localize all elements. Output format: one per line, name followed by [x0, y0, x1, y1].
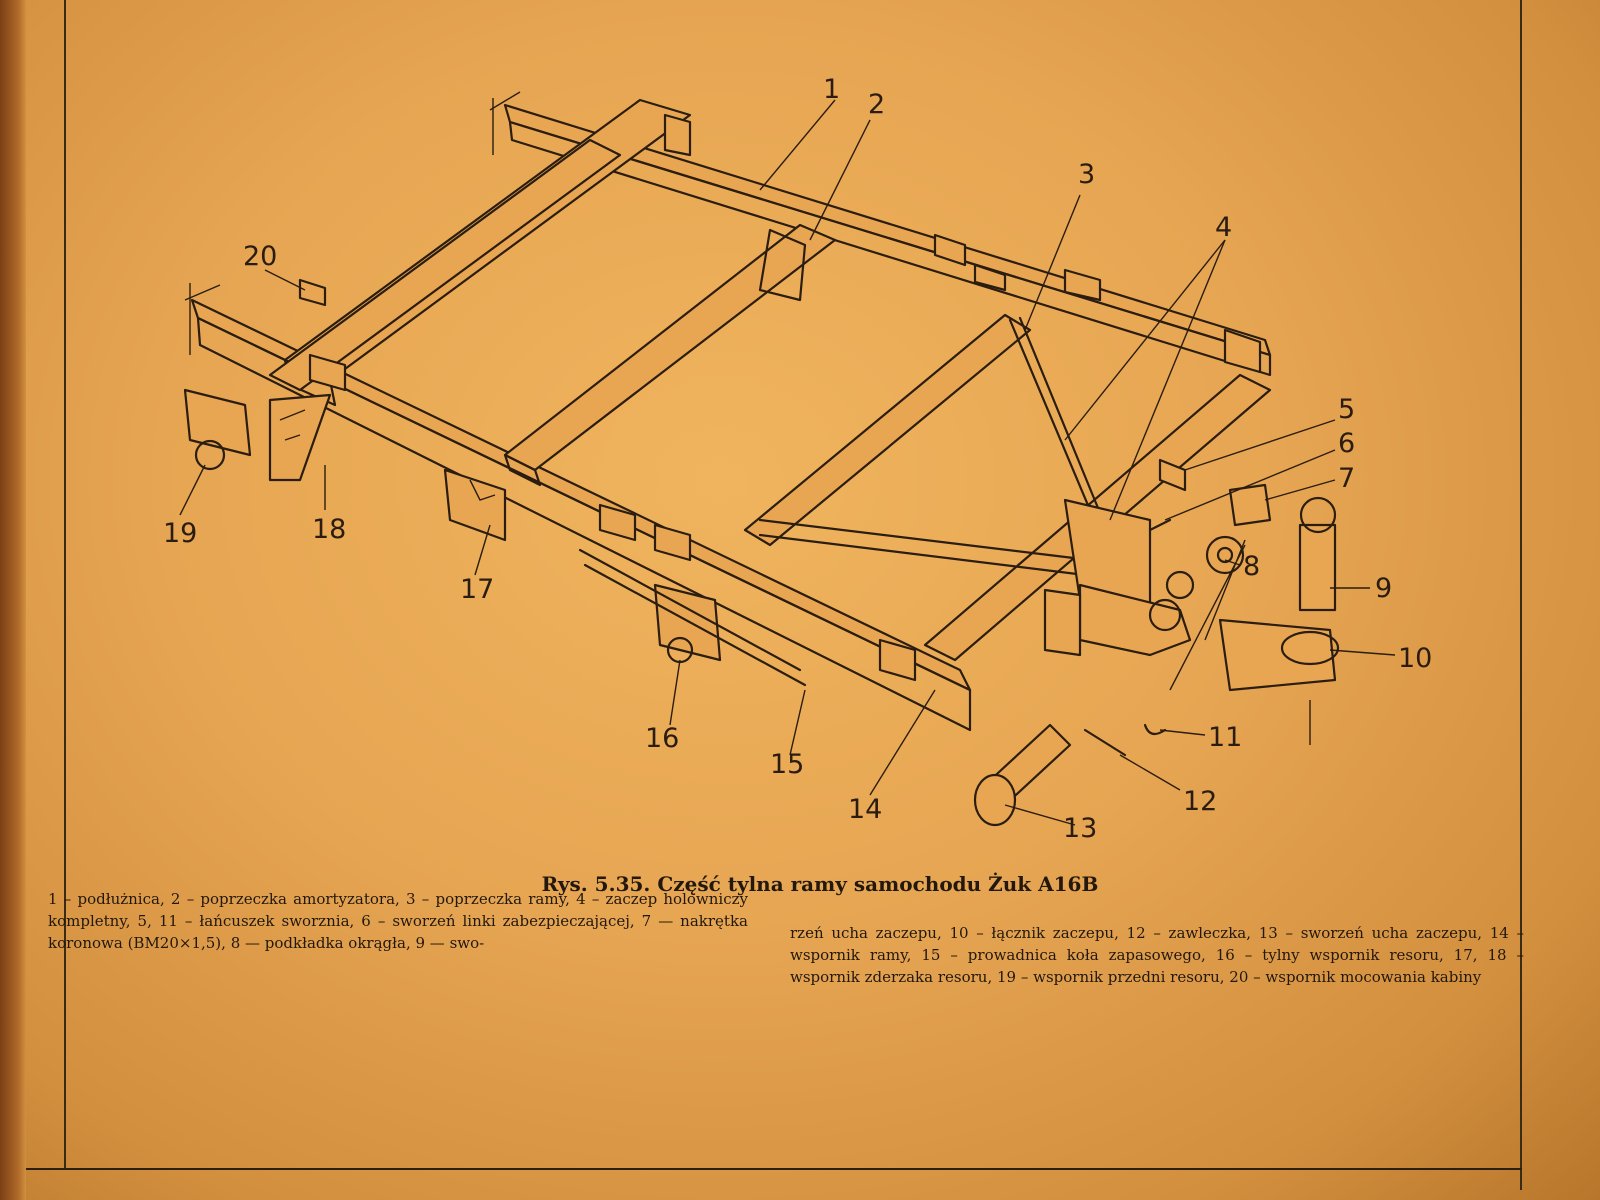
- spare-wheel-guide: [578, 548, 807, 687]
- pin-6: [1148, 518, 1172, 532]
- callout-12: 12: [1183, 786, 1217, 817]
- hitch-link-10: [1218, 618, 1337, 692]
- frame-rule-right: [1520, 0, 1522, 1190]
- callout-5: 5: [1338, 394, 1355, 425]
- loose-parts: [973, 483, 1340, 827]
- callout-15: 15: [770, 749, 804, 780]
- small-brackets: [298, 113, 1262, 682]
- hook-11: [1143, 723, 1167, 736]
- callout-13: 13: [1063, 813, 1097, 844]
- cotter-pin-12: [1083, 728, 1127, 757]
- callout-3: 3: [1078, 159, 1095, 190]
- washer-8: [1205, 535, 1245, 575]
- front-spring-bracket: [183, 388, 332, 482]
- callout-17: 17: [460, 574, 494, 605]
- crossmember-2: [268, 138, 622, 392]
- callout-10: 10: [1398, 643, 1432, 674]
- callout-labels: 1 2 3 4 5 6 7 8 9 10 11 12 13 14 15 16 1…: [163, 74, 1432, 844]
- callout-20: 20: [243, 241, 277, 272]
- figure-legend-right: rzeń ucha zaczepu, 10 – łącznik zaczepu,…: [790, 924, 1524, 986]
- chain-11: [1169, 539, 1246, 691]
- callout-1: 1: [823, 74, 840, 105]
- callout-9: 9: [1375, 573, 1392, 604]
- book-spine-shadow: [0, 0, 26, 1200]
- figure-caption-title: Rys. 5.35. Część tylna ramy samochodu Żu…: [541, 872, 1099, 896]
- leader-lines: [179, 99, 1396, 826]
- longitudinal-member-near: [184, 283, 972, 732]
- frame-crossmember: [743, 313, 1032, 547]
- callout-16: 16: [645, 723, 679, 754]
- callout-11: 11: [1208, 722, 1242, 753]
- callout-18: 18: [312, 514, 346, 545]
- callout-7: 7: [1338, 463, 1355, 494]
- callout-4: 4: [1215, 212, 1232, 243]
- callout-8: 8: [1243, 551, 1260, 582]
- callout-19: 19: [163, 518, 197, 549]
- frame-drawing: [183, 91, 1340, 827]
- castle-nut-7: [1228, 483, 1272, 527]
- figure-legend-left: 1 – podłużnica, 2 – poprzeczka amortyzat…: [48, 890, 748, 952]
- bumper-bracket-17: [443, 468, 507, 542]
- pin-9: [1298, 523, 1337, 612]
- tow-hitch-struts: [758, 316, 1195, 657]
- rear-spring-bracket: [653, 583, 722, 664]
- callout-6: 6: [1338, 428, 1355, 459]
- shock-crossmember: [503, 223, 837, 487]
- frame-rule-left: [64, 0, 66, 1168]
- callout-14: 14: [848, 794, 882, 825]
- callout-2: 2: [868, 89, 885, 120]
- frame-rule-bottom: [26, 1168, 1522, 1170]
